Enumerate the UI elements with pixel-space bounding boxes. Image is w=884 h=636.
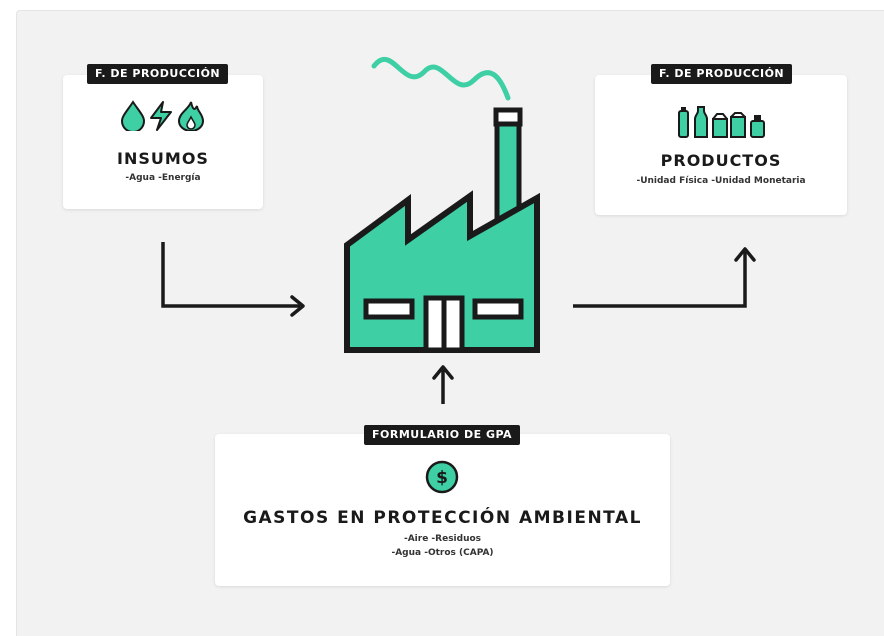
expenses-arrow xyxy=(432,365,454,404)
inputs-arrow xyxy=(161,242,305,317)
inputs-icons xyxy=(119,99,209,133)
jar-icon xyxy=(750,115,765,138)
factory-icon xyxy=(344,107,540,353)
inputs-card: INSUMOS -Agua -Energía xyxy=(63,75,263,209)
products-arrow xyxy=(573,247,756,308)
products-tag: F. DE PRODUCCIÓN xyxy=(651,64,793,84)
smoke-icon xyxy=(371,56,511,101)
products-card: PRODUCTOS -Unidad Física -Unidad Monetar… xyxy=(595,75,847,215)
inputs-title: INSUMOS xyxy=(117,149,209,168)
bottle-icon xyxy=(678,107,689,138)
box-icon xyxy=(730,112,746,138)
expenses-line-2: -Agua -Otros (CAPA) xyxy=(391,548,494,558)
expenses-card: $ GASTOS EN PROTECCIÓN AMBIENTAL -Aire -… xyxy=(215,434,670,586)
svg-text:$: $ xyxy=(436,468,448,488)
lightning-icon xyxy=(150,101,172,131)
products-title: PRODUCTOS xyxy=(660,151,782,170)
dollar-coin-icon: $ xyxy=(425,460,459,494)
products-subtitle: -Unidad Física -Unidad Monetaria xyxy=(636,176,806,186)
bottle-icon xyxy=(694,106,708,138)
expenses-tag: FORMULARIO DE GPA xyxy=(364,425,521,445)
flame-icon xyxy=(177,101,205,132)
products-icons xyxy=(677,105,767,139)
inputs-tag: F. DE PRODUCCIÓN xyxy=(87,64,229,84)
box-icon xyxy=(712,113,728,138)
expenses-line-1: -Aire -Residuos xyxy=(403,534,482,544)
expenses-title: GASTOS EN PROTECCIÓN AMBIENTAL xyxy=(243,508,642,528)
inputs-subtitle: -Agua -Energía xyxy=(125,173,201,183)
